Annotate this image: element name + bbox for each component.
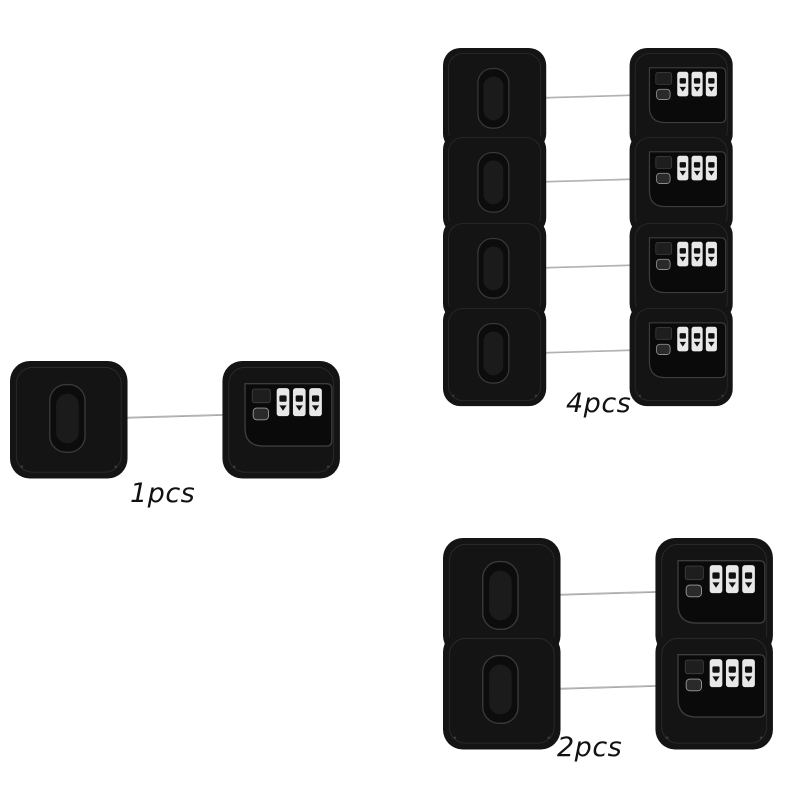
quantity-label-1pcs: 1pcs (130, 478, 196, 509)
quantity-label-4pcs: 4pcs (566, 388, 632, 419)
lock-illustration (10, 360, 340, 480)
quantity-label-2pcs: 2pcs (557, 732, 623, 763)
fridge-lock-single (10, 352, 340, 488)
